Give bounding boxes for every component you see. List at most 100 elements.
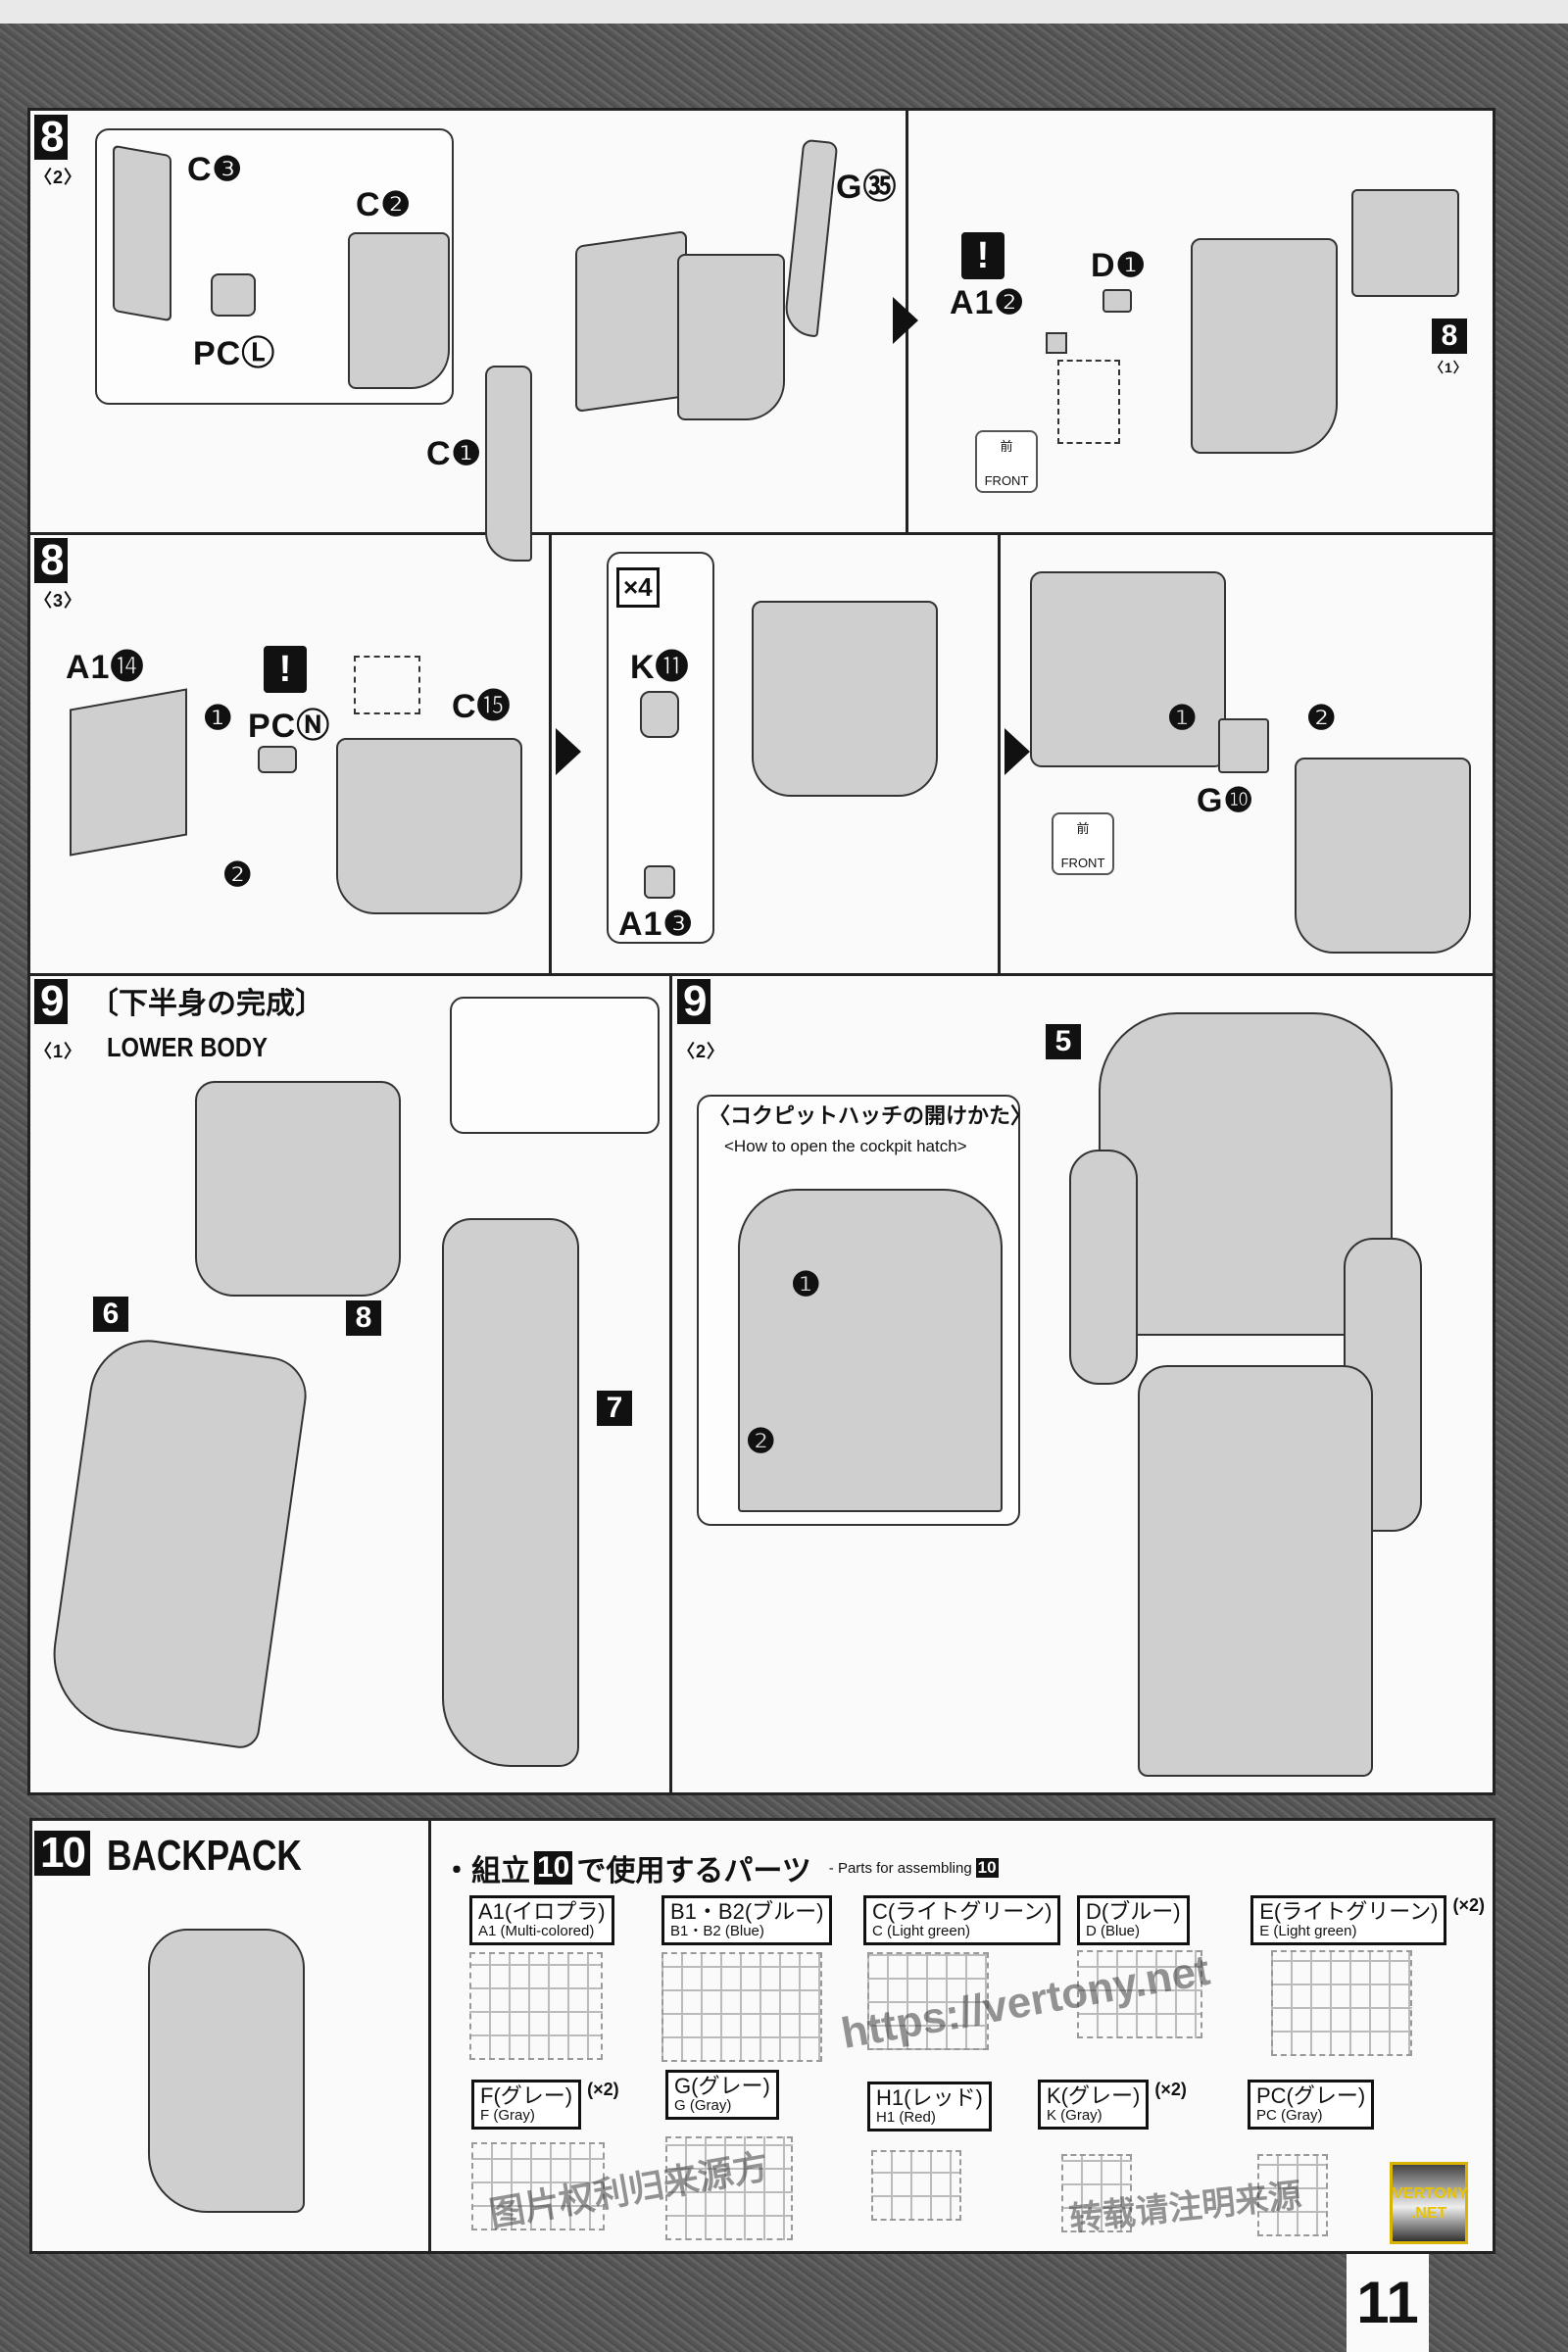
part-item-f: F(グレー)F (Gray) (×2)	[471, 2080, 619, 2130]
part-pcn	[258, 746, 297, 773]
part-number-6: 6	[93, 1297, 128, 1332]
part-label-g: G(グレー)G (Gray)	[665, 2070, 779, 2120]
step-10-panel: 10 BACKPACK ・組立 10 で使用するパーツ - Parts for …	[29, 1818, 1495, 2254]
divider	[30, 532, 1493, 535]
part-assembly	[1030, 571, 1226, 767]
part-label-a1: A1(イロプラ)A1 (Multi-colored)	[469, 1895, 614, 1945]
part-assembly	[677, 254, 785, 420]
parts-list-title: ・組立 10 で使用するパーツ - Parts for assembling 1…	[442, 1846, 999, 1889]
front-jp: 前	[1000, 439, 1013, 454]
step-number: 9	[677, 979, 711, 1024]
next-arrow	[1004, 728, 1030, 775]
subtitle-step-num: 10	[975, 1858, 999, 1878]
part-name-en: G (Gray)	[674, 2097, 732, 2115]
warning-icon: !	[961, 232, 1004, 279]
part-label-b: B1・B2(ブルー)B1・B2 (Blue)	[662, 1895, 833, 1945]
next-arrow	[893, 297, 918, 344]
part-name-jp: E(ライトグリーン)	[1259, 1899, 1439, 1924]
divider	[669, 973, 672, 1792]
lower-body-waist	[195, 1081, 401, 1297]
label-c3: C❸	[187, 151, 244, 188]
callout-title-en: <How to open the cockpit hatch>	[724, 1137, 967, 1155]
front-indicator: 前 FRONT	[975, 430, 1038, 493]
label-step-2: ❷	[746, 1423, 777, 1460]
part-label-d: D(ブルー)D (Blue)	[1077, 1895, 1190, 1945]
front-jp: 前	[1076, 821, 1090, 836]
runner-h1	[871, 2150, 961, 2221]
step-title: BACKPACK	[107, 1832, 302, 1880]
part-item-e: E(ライトグリーン)E (Light green)(×2)	[1250, 1895, 1485, 1945]
warning-icon: !	[264, 646, 307, 693]
part-label-e: E(ライトグリーン)E (Light green)	[1250, 1895, 1447, 1945]
substep-label: 〈2〉	[34, 168, 83, 187]
runner-b	[662, 1952, 822, 2062]
part-name-en: E (Light green)	[1259, 1923, 1357, 1940]
part-item-b: B1・B2(ブルー)B1・B2 (Blue)	[662, 1895, 833, 1945]
part-number-7: 7	[597, 1391, 632, 1426]
label-c1: C❶	[426, 435, 483, 472]
part-a12	[1046, 332, 1067, 354]
part-name-jp: A1(イロプラ)	[478, 1899, 606, 1924]
part-name-en: B1・B2 (Blue)	[670, 1923, 764, 1940]
runner-e	[1271, 1950, 1412, 2056]
step-number: 9	[34, 979, 69, 1024]
part-label-pc: PC(グレー)PC (Gray)	[1248, 2080, 1375, 2130]
label-a13: A1❸	[618, 906, 694, 943]
label-step-1: ❶	[203, 700, 234, 737]
vertony-logo: VERTONY.NET	[1390, 2162, 1468, 2244]
part-label-f: F(グレー)F (Gray)	[471, 2080, 582, 2130]
part-name-jp: C(ライトグリーン)	[872, 1899, 1053, 1924]
label-step-2: ❷	[1306, 700, 1338, 737]
part-name-en: K (Gray)	[1047, 2107, 1102, 2125]
right-leg	[442, 1218, 579, 1767]
runner-c	[867, 1952, 989, 2050]
label-g35: G㉟	[836, 169, 898, 206]
part-a114	[70, 688, 187, 857]
label-pcl: PCⓁ	[193, 335, 276, 372]
part-assembly	[1191, 238, 1338, 454]
step-number: 8	[34, 538, 69, 583]
quantity-e: (×2)	[1452, 1895, 1485, 1915]
front-en: FRONT	[1060, 856, 1105, 870]
part-item-k: K(グレー)K (Gray)(×2)	[1038, 2080, 1187, 2130]
part-name-en: PC (Gray)	[1256, 2107, 1323, 2125]
front-en: FRONT	[984, 473, 1029, 488]
label-c2: C❷	[356, 186, 413, 223]
part-c15	[1295, 758, 1471, 954]
title-post: で使用するパーツ	[576, 1855, 811, 1887]
divider	[428, 1821, 431, 2252]
runner-f	[471, 2142, 605, 2230]
step-title-jp: 〔下半身の完成〕	[89, 988, 324, 1020]
part-item-pc: PC(グレー)PC (Gray)	[1248, 2080, 1375, 2130]
quantity-f: (×2)	[587, 2080, 619, 2099]
part-c2	[348, 232, 450, 389]
left-leg	[43, 1332, 312, 1751]
part-name-en: F (Gray)	[480, 2107, 535, 2125]
next-arrow	[556, 728, 581, 775]
lower-body	[1138, 1365, 1373, 1777]
detail-box	[354, 656, 420, 714]
part-item-d: D(ブルー)D (Blue)	[1077, 1895, 1190, 1945]
part-c15	[336, 738, 522, 914]
quantity-text: ×4	[623, 572, 653, 602]
cockpit-illustration	[738, 1189, 1003, 1512]
runner-a1	[469, 1952, 603, 2060]
ref-step-number: 8	[1432, 318, 1467, 354]
label-step-1: ❶	[791, 1266, 822, 1303]
part-label-c: C(ライトグリーン)C (Light green)	[863, 1895, 1061, 1945]
part-a13	[644, 865, 675, 899]
logo-line1: VERTONY	[1393, 2185, 1469, 2202]
divider	[549, 532, 552, 973]
ref-substep: 〈1〉	[1430, 360, 1468, 375]
quantity-x4: ×4	[616, 567, 660, 608]
page-top-edge	[0, 0, 1568, 24]
part-label-h1: H1(レッド)H1 (Red)	[867, 2082, 992, 2132]
label-g10: G❿	[1197, 782, 1254, 819]
arm	[1069, 1150, 1138, 1385]
title-pre: ・組立	[442, 1855, 530, 1887]
part-name-en: H1 (Red)	[876, 2109, 936, 2127]
part-name-jp: F(グレー)	[480, 2083, 573, 2108]
label-step-1: ❶	[1167, 700, 1199, 737]
step-number: 10	[34, 1831, 90, 1876]
